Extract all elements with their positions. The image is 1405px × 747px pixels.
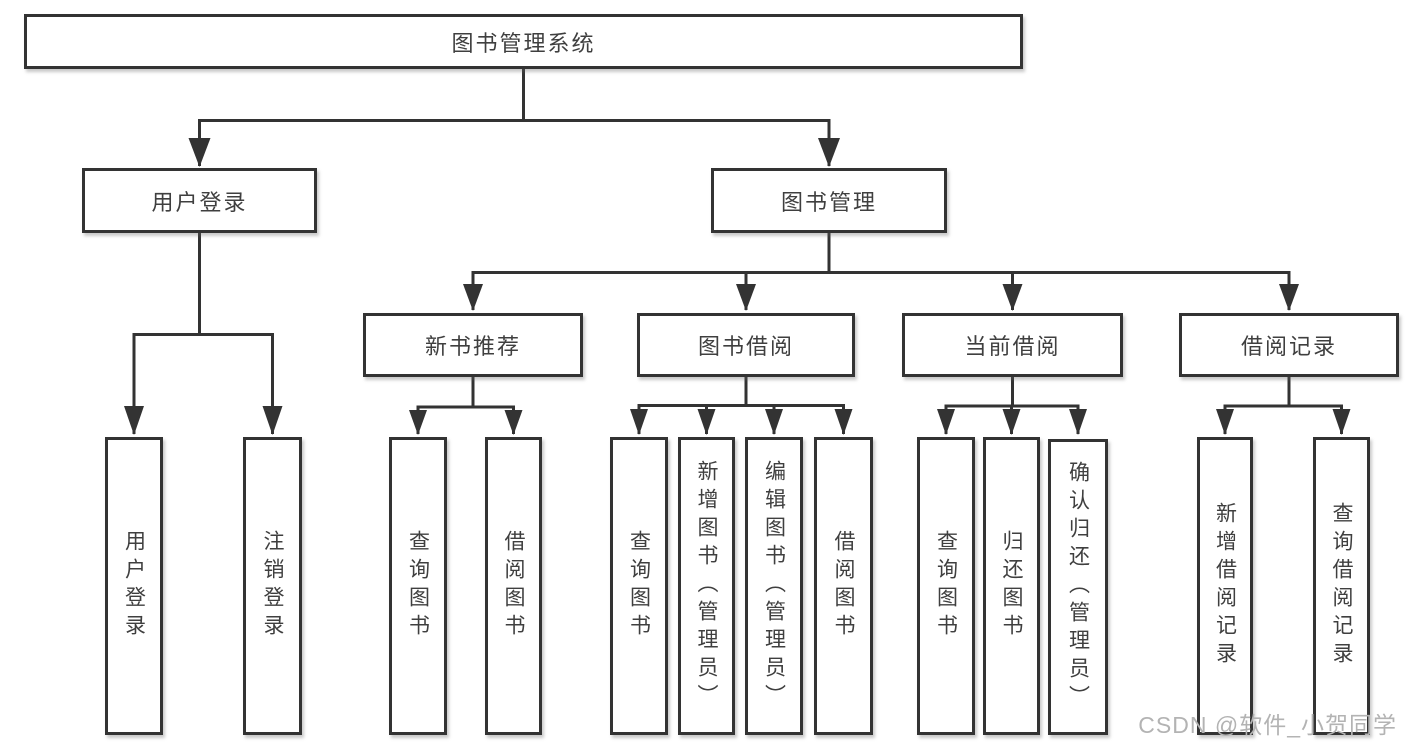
leaf-borrow-books-2-label: 借阅图书 — [832, 530, 855, 642]
node-current-borrow-label: 当前借阅 — [964, 334, 1061, 359]
edge-borrow-records-to-leaves — [1216, 377, 1351, 435]
node-root: 图书管理系统 — [24, 14, 1023, 69]
leaf-logout-login-label: 注销登录 — [261, 530, 284, 642]
node-book-borrow-label: 图书借阅 — [697, 334, 794, 359]
leaf-user-login: 用户登录 — [105, 437, 163, 735]
leaf-query-books-3-label: 查询图书 — [934, 530, 958, 642]
edge-book-borrow-to-leaves — [630, 377, 853, 435]
node-new-book-recommend: 新书推荐 — [363, 313, 583, 377]
node-borrow-records-label: 借阅记录 — [1240, 334, 1337, 359]
leaf-query-books-2: 查询图书 — [610, 437, 668, 735]
leaf-borrow-books-2: 借阅图书 — [814, 437, 873, 735]
leaf-edit-book-admin-label: 编辑图书（管理员） — [762, 460, 786, 712]
edge-root-to-level2 — [188, 69, 840, 167]
leaf-borrow-books-1-label: 借阅图书 — [502, 530, 525, 642]
edge-new-book-recommend-to-leaves — [409, 377, 523, 435]
node-root-label: 图书管理系统 — [451, 30, 596, 56]
node-book-management-label: 图书管理 — [780, 189, 877, 215]
edge-user-login-to-leaves — [124, 233, 283, 435]
leaf-query-books-2-label: 查询图书 — [627, 530, 651, 642]
leaf-logout-login: 注销登录 — [243, 437, 302, 735]
node-borrow-records: 借阅记录 — [1179, 313, 1399, 377]
edge-book-management-to-level3 — [463, 233, 1299, 311]
leaf-return-books: 归还图书 — [983, 437, 1040, 735]
leaf-confirm-return-admin: 确认归还（管理员） — [1048, 439, 1108, 735]
edge-current-borrow-to-leaves — [937, 377, 1087, 435]
leaf-add-borrow-record: 新增借阅记录 — [1197, 437, 1253, 735]
leaf-add-borrow-record-label: 新增借阅记录 — [1213, 502, 1237, 670]
leaf-query-books-1-label: 查询图书 — [406, 530, 430, 642]
node-book-management: 图书管理 — [711, 168, 947, 233]
leaf-return-books-label: 归还图书 — [1000, 530, 1023, 642]
leaf-borrow-books-1: 借阅图书 — [485, 437, 542, 735]
node-user-login-label: 用户登录 — [151, 189, 248, 215]
leaf-query-books-1: 查询图书 — [389, 437, 447, 735]
leaf-edit-book-admin: 编辑图书（管理员） — [745, 437, 803, 735]
leaf-add-book-admin: 新增图书（管理员） — [678, 437, 735, 735]
node-new-book-recommend-label: 新书推荐 — [424, 334, 521, 359]
leaf-query-borrow-record: 查询借阅记录 — [1313, 437, 1370, 735]
node-user-login: 用户登录 — [82, 168, 317, 233]
leaf-query-borrow-record-label: 查询借阅记录 — [1330, 502, 1353, 670]
node-current-borrow: 当前借阅 — [902, 313, 1123, 377]
leaf-query-books-3: 查询图书 — [917, 437, 975, 735]
leaf-add-book-admin-label: 新增图书（管理员） — [695, 460, 718, 712]
node-book-borrow: 图书借阅 — [637, 313, 855, 377]
leaf-confirm-return-admin-label: 确认归还（管理员） — [1066, 461, 1090, 713]
csdn-watermark: CSDN @软件_小贺同学 — [1138, 712, 1397, 738]
leaf-user-login-label: 用户登录 — [122, 530, 146, 642]
